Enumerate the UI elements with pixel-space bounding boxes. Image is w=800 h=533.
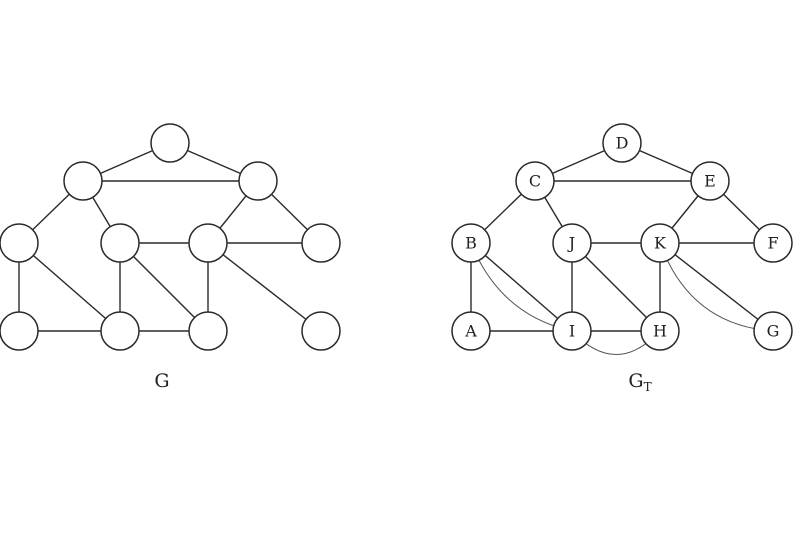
node-circle bbox=[150, 123, 190, 163]
node-label: J bbox=[567, 234, 575, 253]
node-circle bbox=[301, 223, 341, 263]
node-label: A bbox=[464, 322, 477, 341]
node-g-b2 bbox=[100, 311, 140, 351]
node-g-m4 bbox=[301, 223, 341, 263]
node-circle bbox=[238, 161, 278, 201]
edge-gt-K-G bbox=[659, 242, 774, 332]
node-circle bbox=[602, 123, 642, 163]
graph-gt-nodes: D C E B J K F A I H G bbox=[451, 123, 793, 351]
node-circle bbox=[753, 223, 793, 263]
node-label: H bbox=[653, 322, 667, 341]
node-circle bbox=[640, 223, 680, 263]
node-label: E bbox=[704, 172, 716, 191]
node-circle bbox=[552, 311, 592, 351]
graph-g-edges bbox=[18, 142, 322, 332]
node-g-b3 bbox=[188, 311, 228, 351]
node-circle bbox=[63, 161, 103, 201]
node-circle bbox=[188, 223, 228, 263]
node-g-m3 bbox=[188, 223, 228, 263]
node-g-ul bbox=[63, 161, 103, 201]
node-circle bbox=[0, 223, 39, 263]
graph-gt: D C E B J K F A I H G GT bbox=[451, 123, 793, 394]
node-gt-K: K bbox=[640, 223, 680, 263]
edge-g-m3-b4 bbox=[207, 242, 322, 332]
node-label: I bbox=[569, 322, 575, 341]
node-label: D bbox=[616, 134, 629, 153]
node-gt-E: E bbox=[690, 161, 730, 201]
node-gt-G: G bbox=[753, 311, 793, 351]
node-circle bbox=[515, 161, 555, 201]
node-label: K bbox=[654, 234, 667, 253]
edge-g-m2-b3 bbox=[119, 242, 209, 332]
edge-gt-B-I bbox=[470, 242, 573, 332]
node-g-top bbox=[150, 123, 190, 163]
node-circle bbox=[451, 311, 491, 351]
caption-g: G bbox=[154, 370, 169, 392]
graph-g-nodes bbox=[0, 123, 341, 351]
graph-g: G bbox=[0, 123, 341, 392]
node-circle bbox=[100, 311, 140, 351]
node-g-m2 bbox=[100, 223, 140, 263]
node-circle bbox=[640, 311, 680, 351]
node-gt-B: B bbox=[451, 223, 491, 263]
node-circle bbox=[690, 161, 730, 201]
node-g-ur bbox=[238, 161, 278, 201]
caption-gt: GT bbox=[628, 370, 651, 394]
node-label: F bbox=[767, 234, 778, 253]
node-gt-H: H bbox=[640, 311, 680, 351]
node-circle bbox=[100, 223, 140, 263]
node-circle bbox=[0, 311, 39, 351]
node-gt-C: C bbox=[515, 161, 555, 201]
graph-gt-edges bbox=[470, 142, 774, 332]
node-g-m1 bbox=[0, 223, 39, 263]
node-gt-F: F bbox=[753, 223, 793, 263]
node-gt-I: I bbox=[552, 311, 592, 351]
node-g-b1 bbox=[0, 311, 39, 351]
node-gt-A: A bbox=[451, 311, 491, 351]
graph-gt-curves bbox=[470, 242, 774, 355]
node-label: C bbox=[529, 172, 541, 191]
node-g-b4 bbox=[301, 311, 341, 351]
node-circle bbox=[552, 223, 592, 263]
node-circle bbox=[753, 311, 793, 351]
node-circle bbox=[188, 311, 228, 351]
node-gt-D: D bbox=[602, 123, 642, 163]
node-label: G bbox=[767, 322, 780, 341]
node-circle bbox=[301, 311, 341, 351]
node-circle bbox=[451, 223, 491, 263]
edge-gt-J-H bbox=[571, 242, 661, 332]
node-gt-J: J bbox=[552, 223, 592, 263]
edge-g-m1-b2 bbox=[18, 242, 121, 332]
node-label: B bbox=[465, 234, 477, 253]
